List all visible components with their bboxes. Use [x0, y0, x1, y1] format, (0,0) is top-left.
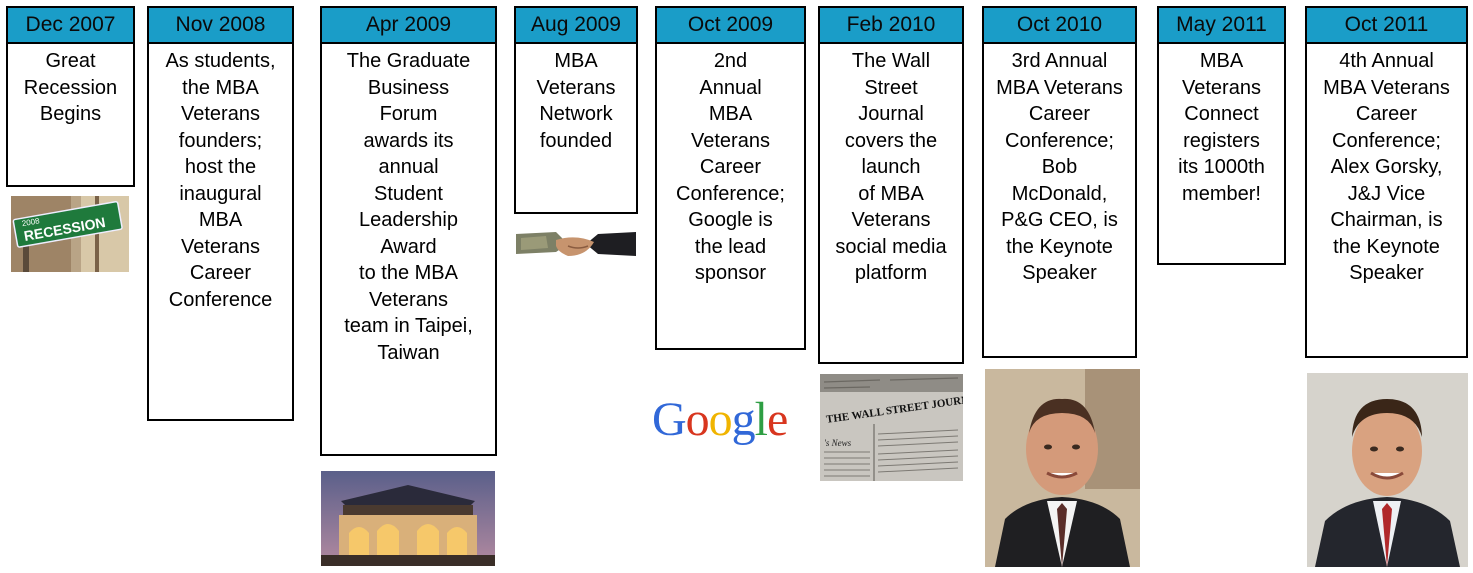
timeline-item-oct-2011: Oct 2011 4th Annual MBA Veterans Career …	[1305, 6, 1468, 358]
timeline-item-feb-2010: Feb 2010 The Wall Street Journal covers …	[818, 6, 964, 364]
timeline-item-oct-2009: Oct 2009 2nd Annual MBA Veterans Career …	[655, 6, 806, 350]
date-header: Feb 2010	[818, 6, 964, 44]
timeline-item-aug-2009: Aug 2009 MBA Veterans Network founded	[514, 6, 638, 214]
taipei-gate-image	[321, 471, 495, 566]
google-letter: e	[767, 393, 788, 446]
event-text: The Wall Street Journal covers the launc…	[818, 44, 964, 364]
timeline-item-apr-2009: Apr 2009 The Graduate Business Forum awa…	[320, 6, 497, 456]
date-header: Oct 2011	[1305, 6, 1468, 44]
alex-gorsky-portrait	[1307, 373, 1468, 567]
wsj-newspaper-image: THE WALL STREET JOURNAL 's News	[820, 374, 963, 481]
date-header: Nov 2008	[147, 6, 294, 44]
handshake-image	[516, 226, 636, 266]
event-text: The Graduate Business Forum awards its a…	[320, 44, 497, 456]
bob-mcdonald-portrait	[985, 369, 1140, 567]
google-letter: o	[708, 393, 733, 446]
google-letter: G	[652, 393, 687, 446]
date-header: Apr 2009	[320, 6, 497, 44]
event-text: Great Recession Begins	[6, 44, 135, 187]
date-header: Oct 2009	[655, 6, 806, 44]
date-header: Dec 2007	[6, 6, 135, 44]
event-text: MBA Veterans Connect registers its 1000t…	[1157, 44, 1286, 265]
google-letter: g	[731, 393, 756, 446]
date-header: May 2011	[1157, 6, 1286, 44]
date-header: Oct 2010	[982, 6, 1137, 44]
sign-year-text: 2008	[21, 216, 41, 228]
recession-sign-image: 2008 RECESSION	[11, 196, 129, 272]
event-text: 3rd Annual MBA Veterans Career Conferenc…	[982, 44, 1137, 358]
timeline-item-dec-2007: Dec 2007 Great Recession Begins	[6, 6, 135, 187]
date-header: Aug 2009	[514, 6, 638, 44]
event-text: As students, the MBA Veterans founders; …	[147, 44, 294, 421]
timeline-item-may-2011: May 2011 MBA Veterans Connect registers …	[1157, 6, 1286, 265]
timeline-item-oct-2010: Oct 2010 3rd Annual MBA Veterans Career …	[982, 6, 1137, 358]
event-text: 2nd Annual MBA Veterans Career Conferenc…	[655, 44, 806, 350]
google-letter: l	[754, 393, 768, 446]
timeline-item-nov-2008: Nov 2008 As students, the MBA Veterans f…	[147, 6, 294, 421]
google-logo: Google	[652, 392, 788, 447]
google-letter: o	[685, 393, 710, 446]
wsj-fragment: 's News	[824, 438, 852, 448]
event-text: 4th Annual MBA Veterans Career Conferenc…	[1305, 44, 1468, 358]
event-text: MBA Veterans Network founded	[514, 44, 638, 214]
